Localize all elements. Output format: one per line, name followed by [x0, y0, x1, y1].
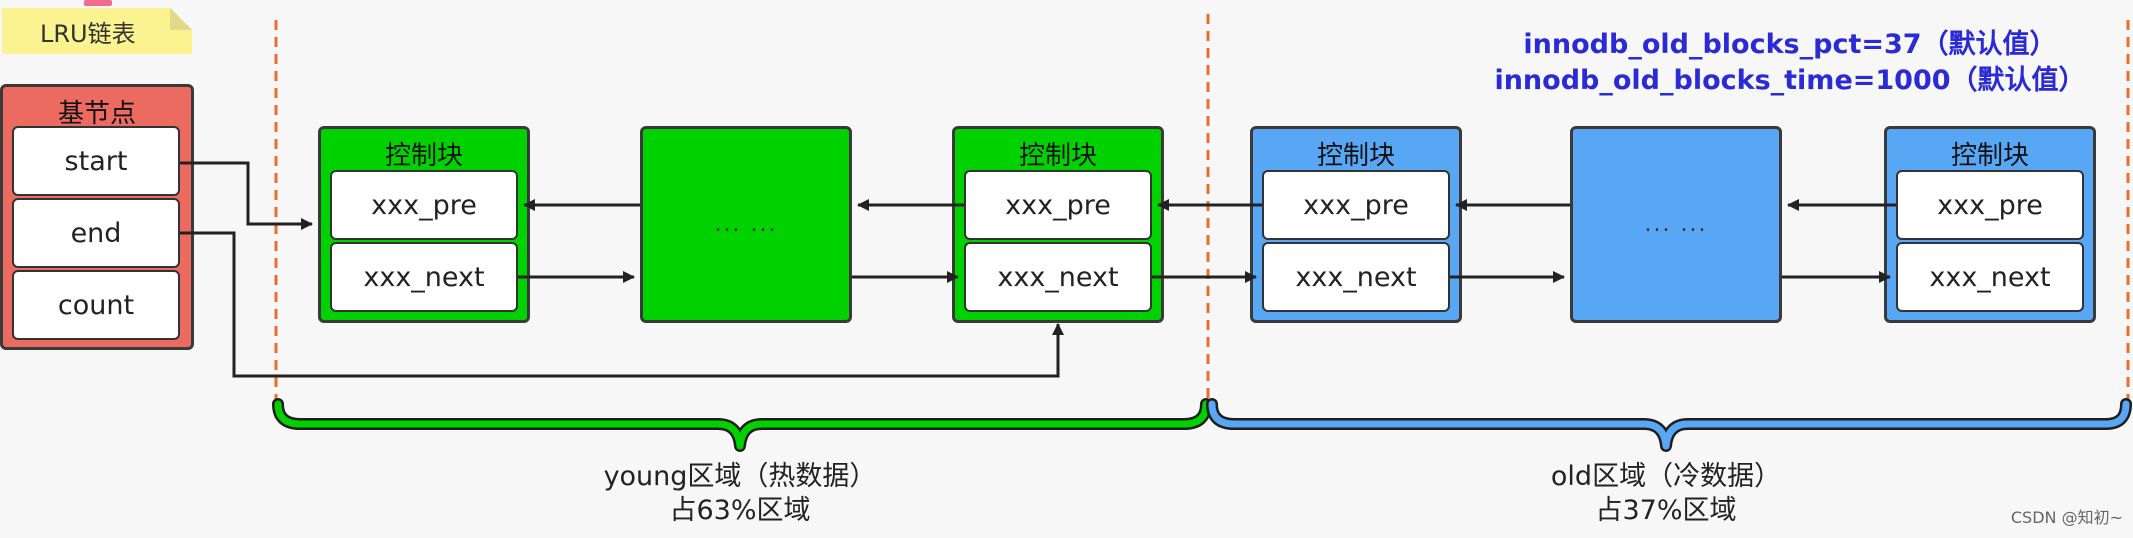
tag-accent — [84, 0, 112, 6]
old-block-2-pre-field: xxx_pre — [1896, 170, 2084, 240]
base-node-count-field: count — [12, 270, 180, 340]
param-old-blocks-time: innodb_old_blocks_time=1000（默认值） — [1494, 65, 2086, 96]
young-ellipsis-block: ... ... — [640, 126, 852, 323]
old-block-2-next-field: xxx_next — [1896, 242, 2084, 312]
old-region-share: 占37%区域 — [1595, 495, 1737, 526]
end-pointer-arrow — [180, 231, 1064, 378]
young-block-2-next-field: xxx_next — [964, 242, 1152, 312]
young-region-brace — [274, 400, 1210, 450]
old-region-brace — [1208, 400, 2130, 450]
young-block-1-next-field: xxx_next — [330, 242, 518, 312]
young-block-1-pre-field: xxx_pre — [330, 170, 518, 240]
control-block-title: 控制块 — [384, 141, 463, 171]
young-region-share: 占63%区域 — [669, 495, 811, 526]
base-node-title: 基节点 — [57, 99, 136, 129]
old-block-1-next-field: xxx_next — [1262, 242, 1450, 312]
base-node-end-field: end — [12, 198, 180, 268]
param-old-blocks-pct: innodb_old_blocks_pct=37（默认值） — [1523, 29, 2057, 60]
base-node-start-field: start — [12, 126, 180, 196]
lru-list-label: LRU链表 — [40, 19, 136, 48]
control-block-title: 控制块 — [1018, 141, 1097, 171]
lru-list-tag: LRU链表 — [2, 8, 192, 54]
young-region-label: young区域（热数据） — [603, 461, 877, 492]
watermark: CSDN @知初~ — [2010, 508, 2123, 527]
control-block-title: 控制块 — [1950, 141, 2029, 171]
tag-fold-corner — [170, 8, 192, 30]
control-block-title: 控制块 — [1316, 141, 1395, 171]
young-block-2-pre-field: xxx_pre — [964, 170, 1152, 240]
old-ellipsis-block: ... ... — [1570, 126, 1782, 323]
old-region-caption: old区域（冷数据） 占37%区域 — [1466, 460, 1866, 528]
old-ellipsis-text: ... ... — [1644, 212, 1708, 237]
old-block-1-pre-field: xxx_pre — [1262, 170, 1450, 240]
start-pointer-arrow — [180, 161, 313, 230]
young-region-caption: young区域（热数据） 占63%区域 — [540, 460, 940, 528]
old-region-label: old区域（冷数据） — [1550, 461, 1782, 492]
young-ellipsis-text: ... ... — [714, 212, 778, 237]
